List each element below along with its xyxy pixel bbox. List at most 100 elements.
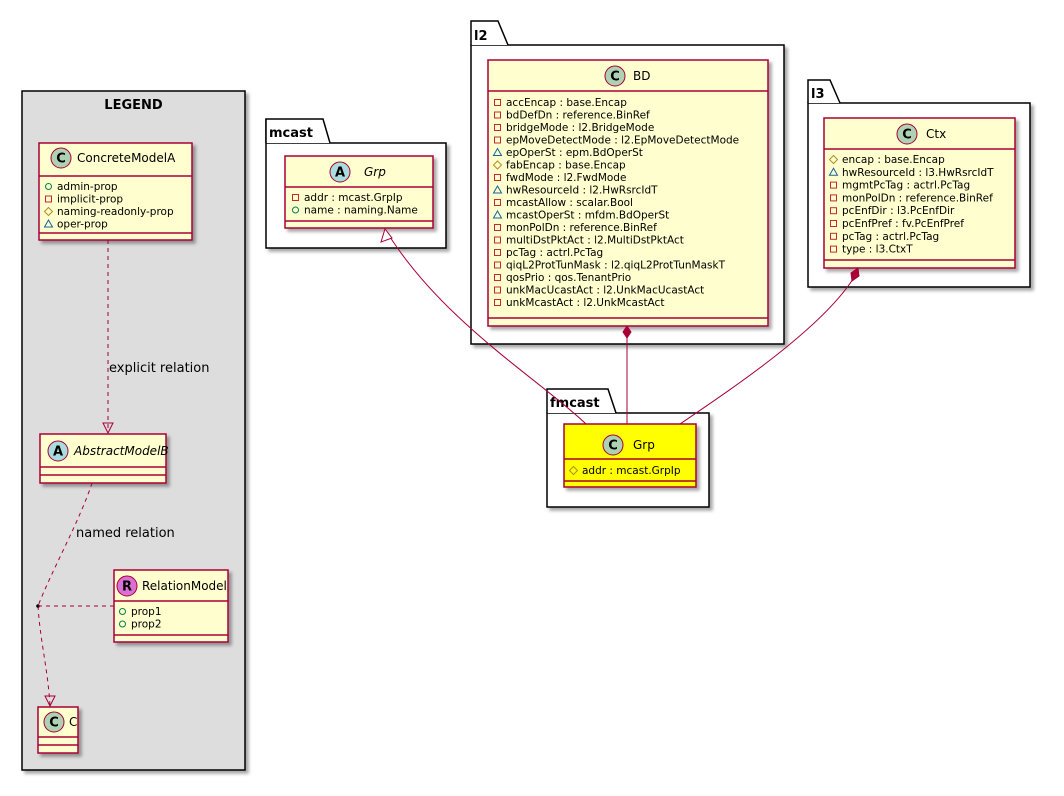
class-attribute: hwResourceId : l3.HwRsrcIdT bbox=[842, 167, 994, 179]
class-attribute: qiqL2ProtTunMask : l2.qiqL2ProtTunMaskT bbox=[506, 260, 726, 272]
visibility-icon bbox=[494, 299, 501, 306]
package-label: l2 bbox=[474, 29, 488, 44]
stereotype-letter: A bbox=[53, 445, 63, 460]
class-attribute: pcEnfDir : l3.PcEnfDir bbox=[842, 205, 955, 217]
stereotype-letter: C bbox=[610, 70, 620, 85]
visibility-icon bbox=[492, 160, 503, 170]
visibility-icon bbox=[45, 183, 52, 190]
visibility-icon bbox=[494, 261, 501, 269]
class-attribute: monPolDn : reference.BinRef bbox=[842, 192, 993, 204]
class-attribute: pcEnfPref : fv.PcEnfPref bbox=[842, 218, 964, 230]
explicit-relation-arrow: explicit relation bbox=[102, 240, 209, 435]
class-fmcast-grp[interactable]: C Grp addr : mcast.GrpIp bbox=[563, 423, 697, 488]
class-attribute: epMoveDetectMode : l2.EpMoveDetectMode bbox=[506, 135, 739, 147]
explicit-relation-label: explicit relation bbox=[109, 361, 209, 376]
class-r-icon bbox=[116, 575, 138, 597]
class-attribute: mcastOperSt : mfdm.BdOperSt bbox=[506, 210, 669, 222]
class-attribute: fabEncap : base.Encap bbox=[506, 160, 626, 172]
visibility-icon bbox=[828, 154, 839, 165]
class-attribute: mcastAllow : scalar.Bool bbox=[506, 197, 633, 209]
visibility-icon bbox=[494, 286, 501, 294]
visibility-icon bbox=[494, 224, 501, 231]
class-a-icon bbox=[329, 161, 351, 183]
class-attribute: hwResourceId : l2.HwRsrcIdT bbox=[506, 185, 658, 197]
visibility-icon bbox=[830, 181, 837, 189]
visibility-icon bbox=[830, 220, 837, 227]
class-attribute: accEncap : base.Encap bbox=[506, 97, 627, 109]
visibility-icon bbox=[830, 245, 837, 253]
package-label: mcast bbox=[269, 126, 313, 141]
package-label: l3 bbox=[811, 87, 825, 102]
class-attribute: unkMcastAct : l2.UnkMcastAct bbox=[506, 297, 664, 309]
stereotype-letter: C bbox=[902, 128, 912, 143]
class-a-icon bbox=[47, 440, 69, 462]
visibility-icon bbox=[292, 206, 299, 214]
class-attribute: admin-prop bbox=[57, 181, 118, 193]
class-attribute: mgmtPcTag : actrl.PcTag bbox=[842, 180, 970, 192]
composition-connector-bd bbox=[622, 325, 632, 424]
named-relation-arrow: named relation bbox=[36, 482, 175, 708]
class-attribute: qosPrio : qos.TenantPrio bbox=[506, 272, 631, 284]
class-attribute: bridgeMode : l2.BridgeMode bbox=[506, 122, 654, 134]
class-name: Ctx bbox=[926, 127, 946, 141]
visibility-icon bbox=[830, 194, 837, 202]
class-name: ConcreteModelA bbox=[77, 151, 176, 165]
class-name: AbstractModelB bbox=[73, 444, 169, 458]
named-relation-label: named relation bbox=[76, 526, 175, 541]
visibility-icon bbox=[45, 195, 52, 203]
visibility-icon bbox=[492, 147, 503, 156]
package-label: fmcast bbox=[550, 396, 600, 411]
class-attribute: prop2 bbox=[131, 619, 162, 631]
class-attribute: fwdMode : l2.FwdMode bbox=[506, 172, 626, 184]
visibility-icon bbox=[494, 136, 501, 144]
visibility-icon bbox=[494, 111, 501, 119]
visibility-icon bbox=[568, 465, 579, 476]
legend-class-concretemodela[interactable]: C ConcreteModelA admin-propimplicit-prop… bbox=[38, 142, 193, 241]
class-attribute: addr : mcast.GrpIp bbox=[582, 465, 681, 477]
inheritance-connector bbox=[380, 227, 587, 425]
class-attribute: unkMacUcastAct : l2.UnkMacUcastAct bbox=[506, 285, 704, 297]
class-attribute: oper-prop bbox=[57, 219, 108, 231]
legend-class-abstractmodelb[interactable]: A AbstractModelB bbox=[39, 433, 169, 484]
class-c-icon bbox=[896, 123, 918, 145]
visibility-icon bbox=[494, 249, 501, 256]
class-c-icon bbox=[50, 147, 72, 169]
stereotype-letter: C bbox=[608, 439, 618, 454]
class-name: Grp bbox=[633, 438, 655, 452]
visibility-icon bbox=[119, 608, 126, 615]
visibility-icon bbox=[43, 206, 54, 217]
class-attribute: bdDefDn : reference.BinRef bbox=[506, 110, 650, 122]
class-c-icon bbox=[43, 711, 65, 733]
composition-connector-ctx bbox=[679, 267, 860, 425]
class-attribute: pcTag : actrl.PcTag bbox=[506, 247, 603, 259]
visibility-icon bbox=[494, 124, 501, 131]
class-name: Grp bbox=[364, 165, 386, 179]
visibility-icon bbox=[119, 620, 126, 628]
class-c-icon bbox=[604, 65, 626, 87]
class-name: BD bbox=[633, 69, 650, 83]
visibility-icon bbox=[830, 232, 837, 240]
class-attribute: pcTag : actrl.PcTag bbox=[842, 231, 939, 243]
class-c-icon bbox=[602, 434, 624, 456]
visibility-icon bbox=[292, 194, 299, 201]
class-attribute: addr : mcast.GrpIp bbox=[304, 192, 403, 204]
legend-class-c[interactable]: C C bbox=[37, 706, 79, 754]
stereotype-letter: A bbox=[335, 166, 345, 181]
class-attribute: naming-readonly-prop bbox=[57, 206, 174, 218]
visibility-icon bbox=[830, 207, 837, 215]
legend-title: LEGEND bbox=[104, 98, 163, 113]
class-name: C bbox=[69, 715, 77, 729]
visibility-icon bbox=[828, 167, 839, 176]
class-attribute: type : l3.CtxT bbox=[842, 244, 913, 256]
class-attribute: epOperSt : epm.BdOperSt bbox=[506, 147, 643, 159]
class-attribute: monPolDn : reference.BinRef bbox=[506, 222, 657, 234]
class-attribute: implicit-prop bbox=[57, 194, 123, 206]
stereotype-letter: C bbox=[56, 152, 66, 167]
